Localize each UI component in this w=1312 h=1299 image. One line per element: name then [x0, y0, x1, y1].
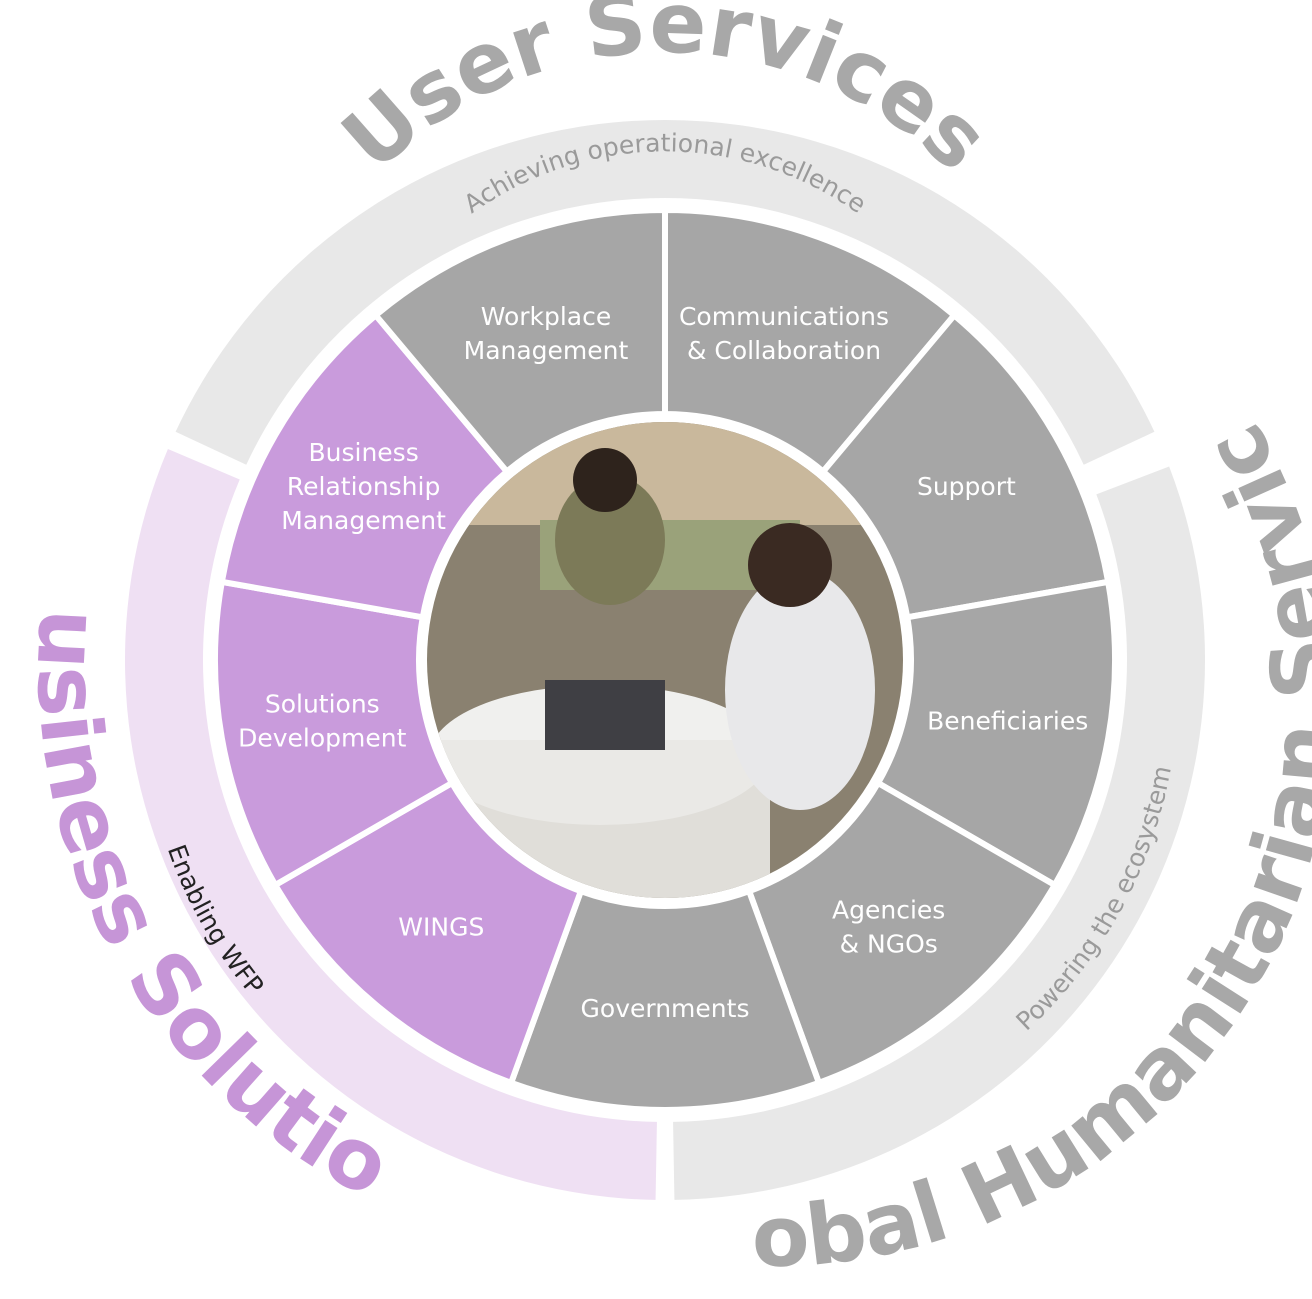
ring-user-services — [175, 119, 1155, 465]
segment-label-agencies: Agencies& NGOs — [832, 896, 945, 959]
segment-label-governments: Governments — [581, 994, 750, 1023]
segment-label-support: Support — [917, 472, 1016, 501]
segment-label-communications: Communications& Collaboration — [679, 302, 889, 365]
outer-ring-band — [124, 119, 1205, 1200]
segment-label-beneficiaries: Beneficiaries — [927, 706, 1088, 735]
segment-label-wings: WINGS — [398, 913, 484, 942]
center-photo — [419, 414, 911, 906]
segment-labels: Communications& CollaborationSupportBene… — [238, 302, 1088, 1023]
ring-business-solutions — [124, 449, 657, 1200]
segment-ring — [212, 206, 1118, 1113]
ring-global-humanitarian — [673, 466, 1205, 1200]
